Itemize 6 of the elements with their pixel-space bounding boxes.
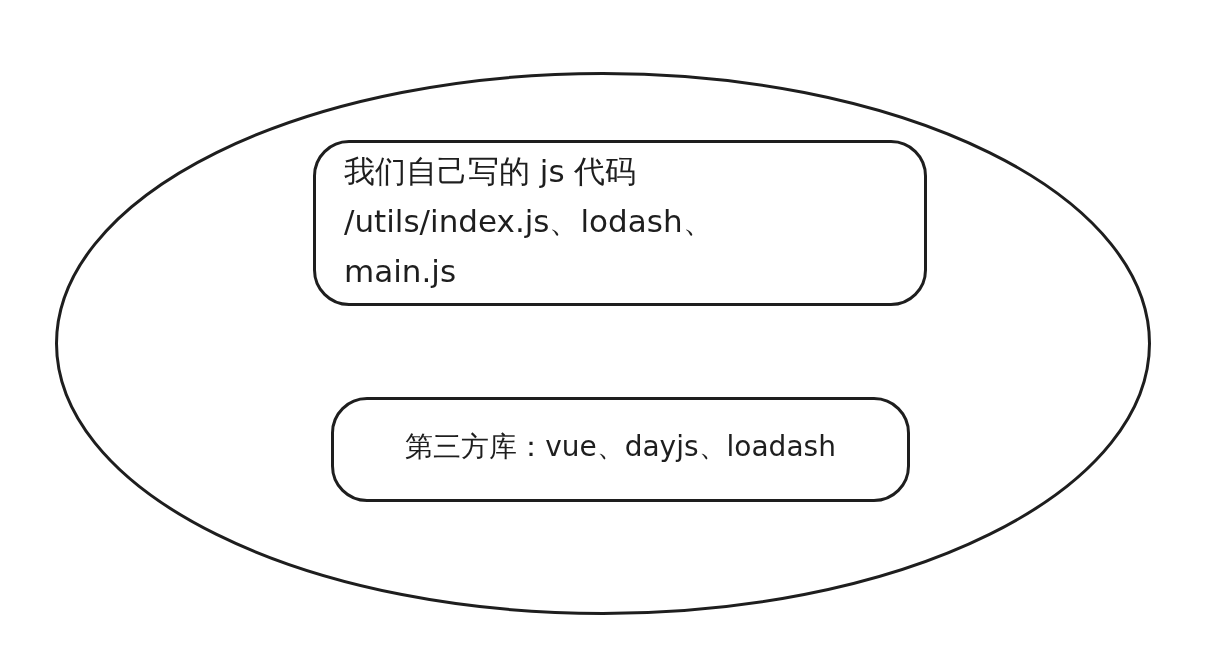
ellipse-outline (55, 72, 1151, 615)
rounded-box (331, 397, 910, 502)
rounded-box (313, 140, 927, 306)
label-text: 第三方库：vue、dayjs、loadash (404, 429, 837, 465)
heading-text: 我们自己写的 js 代码 (344, 152, 637, 191)
body-text: /utils/index.js、lodash、main.js (344, 202, 715, 291)
